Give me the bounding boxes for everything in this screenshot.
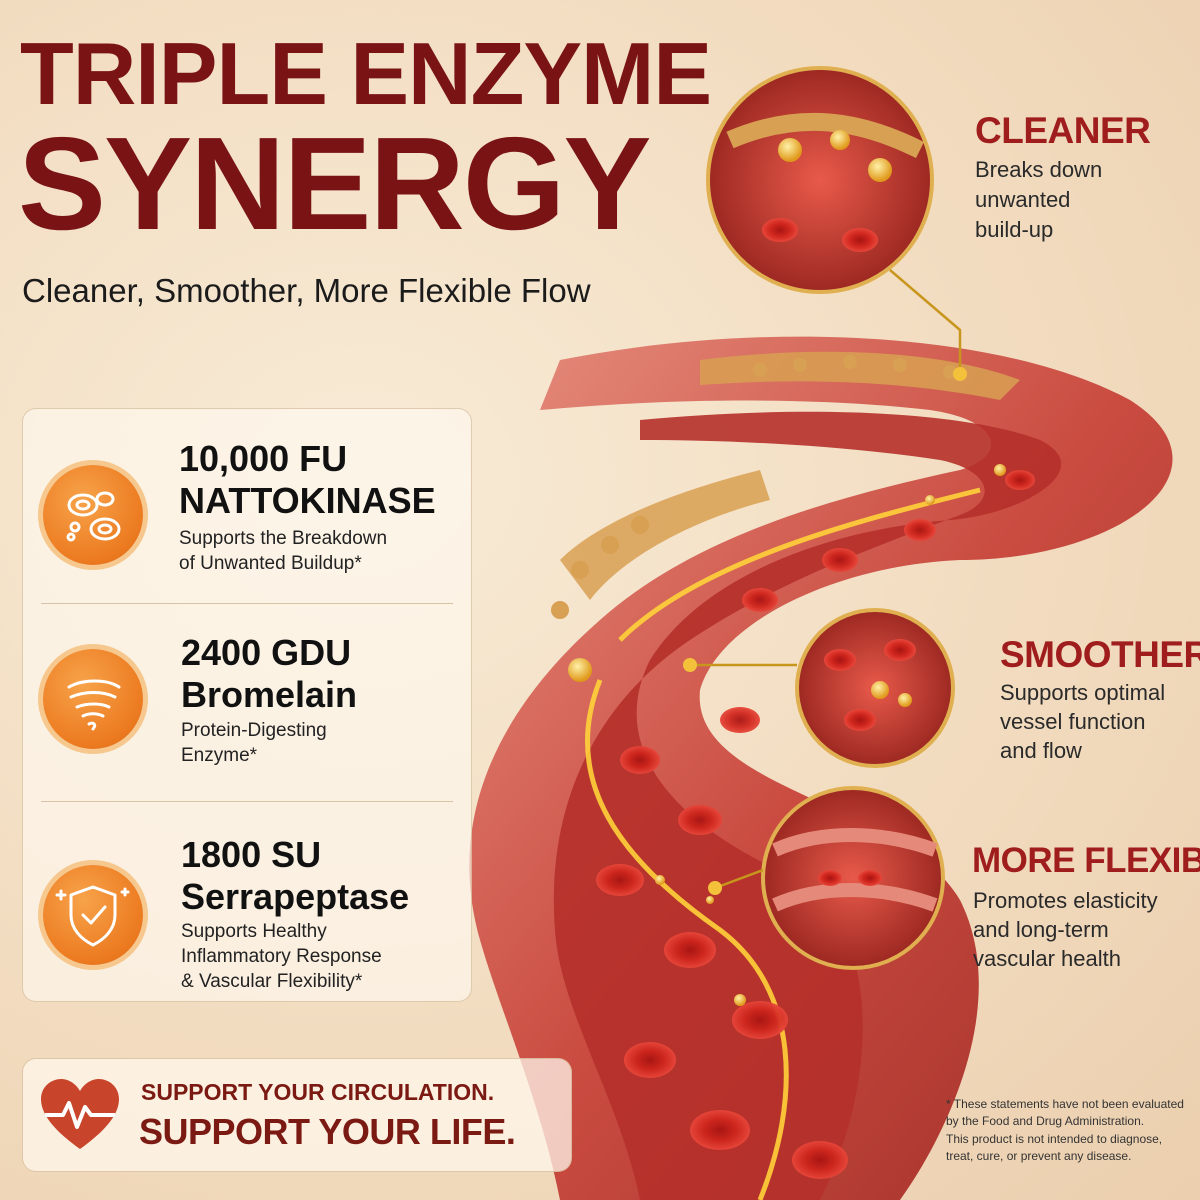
benefit-flexible-line1: Promotes elasticity [973, 888, 1158, 913]
benefit-flexible-line2: and long-term [973, 917, 1109, 942]
enzyme-2-title-line1: 2400 GDU [181, 632, 352, 673]
benefit-flexible-heading: MORE FLEXIBLE [972, 841, 1200, 880]
enzyme-3-desc-line3: & Vascular Flexibility* [181, 971, 363, 992]
enzyme-1-desc-line1: Supports the Breakdown [179, 528, 388, 549]
enzyme-2-desc-line2: Enzyme* [181, 745, 258, 766]
disclaimer-line2: by the Food and Drug Administration. [946, 1114, 1145, 1129]
zoom-circle-flexible [761, 786, 945, 970]
enzyme-1-desc-line2: of Unwanted Buildup* [179, 553, 362, 574]
benefit-smoother-heading: SMOOTHER [1000, 634, 1200, 675]
swirl-icon [43, 649, 143, 749]
benefit-cleaner-line2: unwanted [975, 187, 1071, 212]
shield-check-icon [43, 865, 143, 965]
enzyme-panel: 10,000 FU NATTOKINASE Supports the Break… [22, 408, 472, 1002]
enzyme-2-title-line2: Bromelain [181, 674, 358, 715]
disclaimer-line1: * These statements have not been evaluat… [946, 1097, 1184, 1111]
benefit-cleaner-heading: CLEANER [975, 110, 1151, 151]
page-subtitle: Cleaner, Smoother, More Flexible Flow [22, 272, 591, 309]
disclaimer-line3: This product is not intended to diagnose… [946, 1131, 1163, 1146]
benefit-smoother-line2: vessel function [1000, 709, 1146, 734]
enzyme-3-title-line1: 1800 SU [181, 834, 322, 875]
benefit-smoother-line1: Supports optimal [1000, 680, 1166, 705]
disclaimer: * These statements have not been evaluat… [946, 1096, 1184, 1166]
page-title-line1: TRIPLE ENZYME [20, 24, 712, 123]
benefit-cleaner-line1: Breaks down [975, 157, 1103, 182]
benefit-flexible-line3: vascular health [973, 946, 1121, 971]
enzyme-2-desc-line1: Protein-Digesting [181, 720, 327, 741]
zoom-circle-cleaner [706, 66, 934, 294]
enzyme-3-desc-line2: Inflammatory Response [181, 946, 382, 967]
cta-line2: SUPPORT YOUR LIFE. [139, 1111, 516, 1152]
blood-cells-icon [43, 465, 143, 565]
cta-banner: SUPPORT YOUR CIRCULATION. SUPPORT YOUR L… [22, 1058, 572, 1172]
disclaimer-line4: treat, cure, or prevent any disease. [946, 1149, 1132, 1164]
divider [41, 603, 453, 604]
heart-pulse-icon [41, 1079, 119, 1149]
benefit-cleaner-line3: build-up [975, 217, 1054, 242]
enzyme-1-title-line1: 10,000 FU [179, 438, 348, 479]
divider [41, 801, 453, 802]
page-title-line2: SYNERGY [18, 110, 651, 257]
enzyme-3-desc-line1: Supports Healthy [181, 921, 327, 942]
cta-line1: SUPPORT YOUR CIRCULATION. [141, 1079, 495, 1105]
zoom-circle-smoother [795, 608, 955, 768]
enzyme-3-title-line2: Serrapeptase [181, 876, 410, 917]
benefit-smoother-line3: and flow [1000, 738, 1082, 763]
enzyme-1-title-line2: NATTOKINASE [179, 480, 436, 521]
